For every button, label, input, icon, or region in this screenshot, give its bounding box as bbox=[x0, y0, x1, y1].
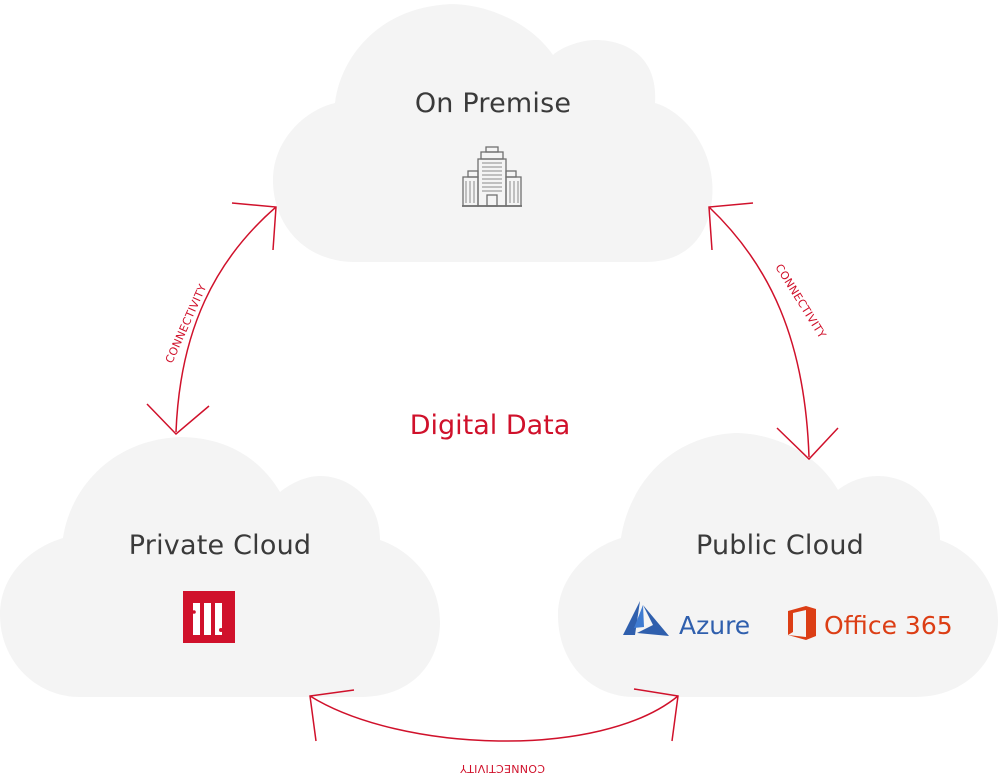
connection-arc bbox=[708, 206, 810, 458]
arrowhead-bottom bbox=[146, 403, 210, 436]
connection-arc bbox=[309, 695, 679, 742]
cloud-private bbox=[0, 437, 440, 697]
connection-label-right: CONNECTIVITY bbox=[772, 262, 828, 341]
azure-label: Azure bbox=[679, 611, 750, 640]
office365-logo: Office 365 bbox=[788, 606, 953, 640]
cloud-title-public: Public Cloud bbox=[695, 530, 864, 561]
arrowhead-right bbox=[633, 688, 679, 742]
arrowhead-bottom bbox=[776, 427, 839, 461]
private-cloud-logo bbox=[183, 591, 235, 643]
center-label-digital-data: Digital Data bbox=[409, 410, 571, 441]
connection-right bbox=[708, 202, 839, 461]
cloud-on-premise bbox=[273, 4, 713, 262]
azure-logo: Azure bbox=[623, 601, 750, 640]
connection-left bbox=[146, 202, 277, 436]
arrowhead-top bbox=[708, 202, 754, 251]
arrowhead-left bbox=[309, 689, 355, 742]
connection-bottom bbox=[309, 688, 679, 742]
office365-label: Office 365 bbox=[824, 611, 953, 640]
building-icon bbox=[462, 146, 522, 207]
connection-label-bottom: CONNECTIVITY bbox=[460, 762, 545, 775]
cloud-title-private: Private Cloud bbox=[128, 530, 312, 561]
cloud-public bbox=[558, 433, 998, 697]
connection-arc bbox=[175, 206, 277, 433]
cloud-title-on-premise: On Premise bbox=[414, 88, 572, 119]
arrowhead-top bbox=[231, 202, 277, 251]
